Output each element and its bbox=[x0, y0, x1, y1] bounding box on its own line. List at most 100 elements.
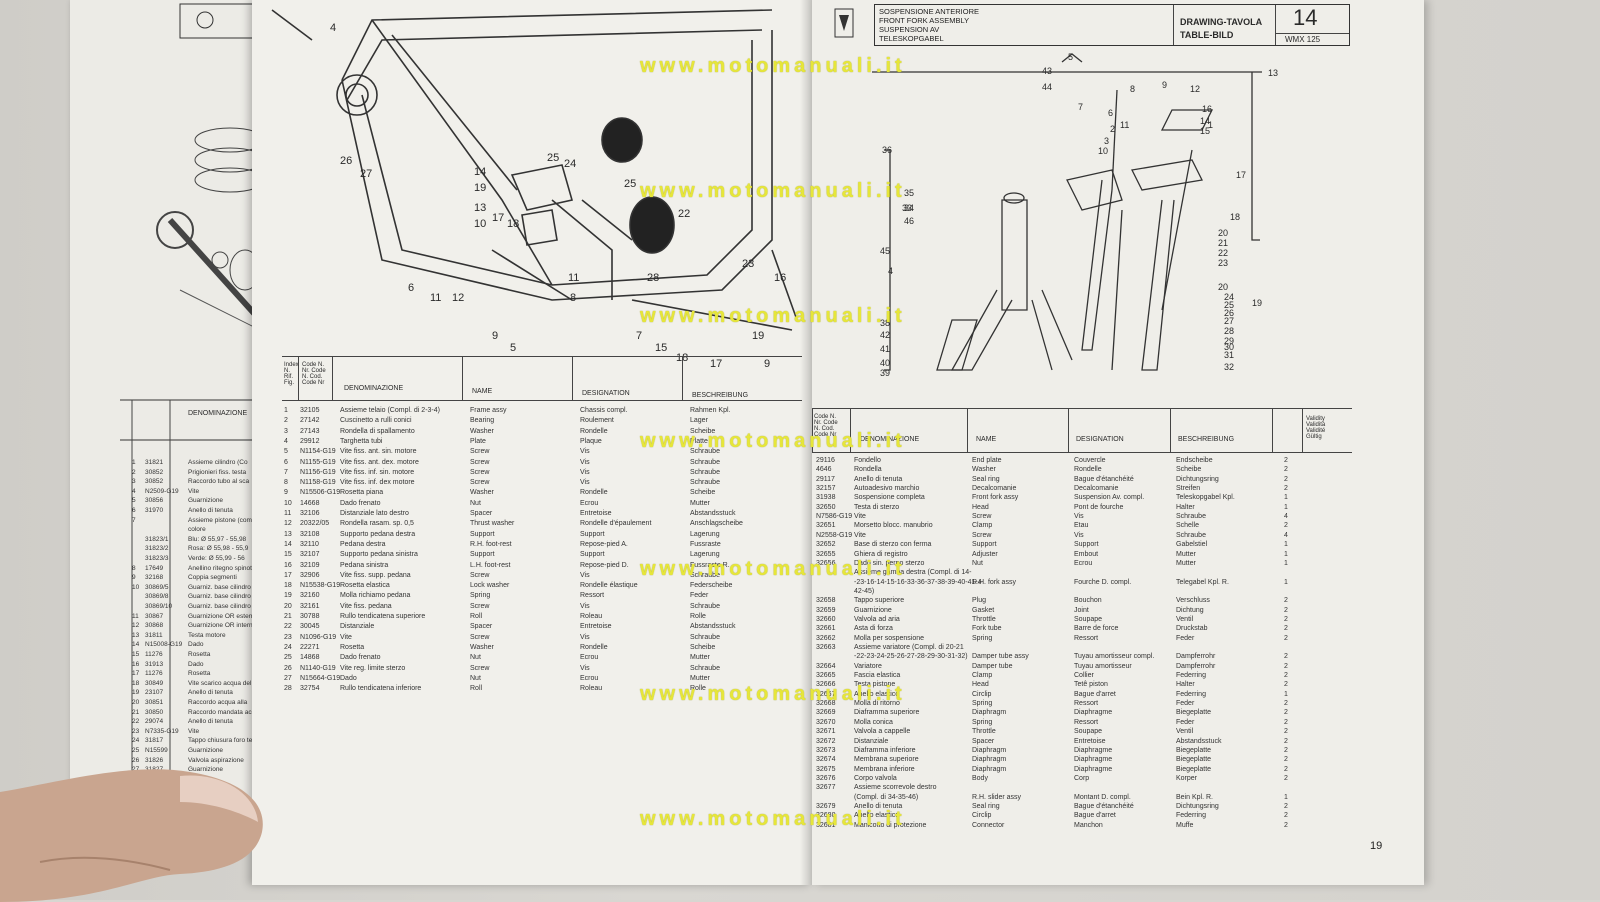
table-cell: Vis bbox=[580, 633, 590, 641]
figure-callout: 45 bbox=[880, 246, 891, 256]
figure-callout: 36 bbox=[882, 145, 893, 155]
table-cell: 32674 bbox=[816, 756, 836, 764]
table-row: 432157Autoadesivo marchioDecalcomanieDec… bbox=[812, 484, 1372, 493]
table-cell: Circlip bbox=[972, 690, 992, 698]
table-cell: Molla conica bbox=[854, 718, 893, 726]
table-cell: Platte bbox=[690, 437, 708, 445]
table-cell: Entretoise bbox=[580, 510, 612, 517]
table-cell: Streifen bbox=[1176, 485, 1201, 493]
table-cell: Support bbox=[1074, 541, 1099, 549]
table-cell: 32906 bbox=[300, 571, 320, 579]
table-cell: Diaphragme bbox=[1074, 756, 1113, 764]
table-cell: Rosetta elastica bbox=[340, 582, 390, 590]
table-cell: 1 bbox=[1284, 578, 1288, 586]
table-cell: Front fork assy bbox=[972, 494, 1019, 502]
figure-callout: 27 bbox=[360, 168, 373, 180]
table-cell: 25 bbox=[132, 747, 140, 754]
table-cell: 32671 bbox=[816, 728, 836, 736]
table-cell: Prigionieri fiss. testa bbox=[188, 468, 247, 476]
figure-callout: 15 bbox=[655, 342, 668, 354]
table-cell: Verschluss bbox=[1176, 597, 1210, 605]
table-cell: 1 bbox=[1284, 503, 1288, 511]
table-cell: Spacer bbox=[972, 737, 995, 745]
table-cell: Diaphragme bbox=[1074, 765, 1113, 773]
figure-callout: 41 bbox=[880, 344, 891, 354]
table-cell: 15 bbox=[284, 551, 292, 559]
figure-callout: 10 bbox=[1098, 146, 1109, 156]
table-cell: 15 bbox=[132, 651, 140, 658]
figure-callout: 15 bbox=[1200, 126, 1211, 136]
table-cell: Molla richiamo pedana bbox=[340, 592, 411, 600]
watermark-text: www.motomanuali.it bbox=[640, 305, 906, 327]
table-cell: Dichtungsring bbox=[1176, 475, 1219, 483]
table-cell: 32679 bbox=[816, 802, 836, 810]
table-cell: Abstandsstuck bbox=[1176, 737, 1222, 745]
table-cell: 1 bbox=[1284, 541, 1288, 549]
table-cell: Repose-pied D. bbox=[580, 561, 629, 569]
table-cell: 31913 bbox=[145, 660, 164, 668]
table-cell: Druckstab bbox=[1176, 625, 1208, 633]
table-cell: Rosetta piana bbox=[340, 489, 384, 497]
figure-callout: 22 bbox=[1218, 248, 1229, 258]
table-cell: Gasket bbox=[972, 606, 995, 614]
figure-callout: 44 bbox=[1042, 82, 1053, 92]
table-cell: 32660 bbox=[816, 615, 836, 623]
table-cell: Vite bbox=[854, 531, 866, 539]
table-cell: Soupape bbox=[1074, 615, 1103, 623]
table-cell: Mutter bbox=[1176, 559, 1196, 567]
watermark-text: www.motomanuali.it bbox=[640, 683, 906, 705]
table-cell: Vite bbox=[188, 487, 200, 495]
table-row: 1932663Assieme variatore (Compl. di 20-2… bbox=[812, 643, 1372, 652]
table-cell: 16 bbox=[284, 561, 292, 569]
table-cell: Dado frenato bbox=[340, 654, 381, 662]
table-cell: Lock washer bbox=[470, 582, 510, 590]
table-cell: N1155-G19 bbox=[300, 458, 336, 466]
table-cell: Rosa: Ø 55,98 - 55,9 bbox=[188, 545, 249, 553]
table-cell: 31823/2 bbox=[145, 545, 169, 553]
figure-callout: 38 bbox=[880, 318, 891, 328]
table-cell: Guarniz. base cilindro bbox=[188, 603, 251, 610]
table-cell: 32666 bbox=[816, 681, 836, 689]
table-cell: N1154-G19 bbox=[300, 448, 336, 456]
table-cell: 10 bbox=[132, 583, 140, 591]
table-cell: Anello elastico bbox=[854, 690, 900, 698]
table-cell: 4 bbox=[1284, 513, 1288, 521]
table-cell: 30852 bbox=[145, 478, 164, 486]
figure-callout: 46 bbox=[904, 216, 915, 226]
figure-callout: 10 bbox=[474, 218, 487, 230]
table-cell: Rondelle bbox=[580, 489, 608, 497]
table-cell: Corp bbox=[1074, 774, 1090, 782]
table-cell: 2 bbox=[1284, 606, 1288, 614]
table-cell: Rondelle bbox=[1074, 466, 1102, 474]
table-cell: Bouchon bbox=[1074, 597, 1102, 605]
table-cell: 24 bbox=[132, 737, 140, 745]
table-cell: 30788 bbox=[300, 613, 320, 620]
figure-callout: 5 bbox=[510, 342, 517, 354]
table-cell: Roll bbox=[470, 613, 483, 620]
left-hdr-denominazione: DENOMINAZIONE bbox=[344, 385, 404, 392]
left-table-top-rule bbox=[282, 356, 802, 357]
table-cell: Anello di tenuta bbox=[188, 507, 233, 514]
figure-callout: 42 bbox=[880, 330, 891, 340]
table-cell: 2 bbox=[1284, 597, 1288, 605]
table-cell: Guarnizione bbox=[188, 766, 224, 774]
table-cell: 29074 bbox=[145, 718, 164, 726]
figure-callout: 40 bbox=[880, 358, 891, 368]
table-cell: Distanziale lato destro bbox=[340, 510, 409, 517]
table-cell: Dichtung bbox=[1176, 606, 1204, 614]
